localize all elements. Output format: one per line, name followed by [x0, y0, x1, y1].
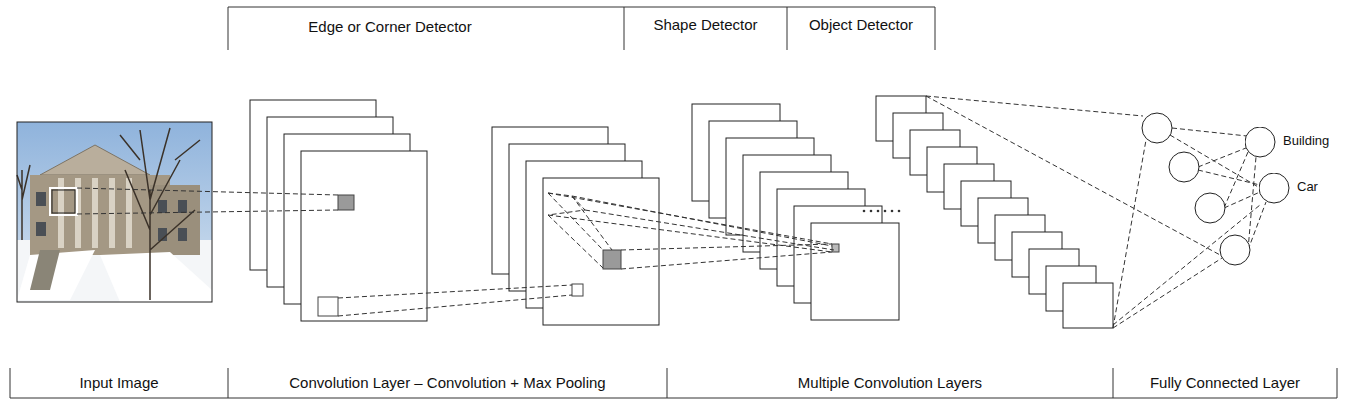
section-label: Multiple Convolution Layers: [667, 374, 1113, 392]
output-neuron: Building: [1245, 127, 1340, 157]
bracket: [10, 7, 1337, 398]
section-label: Fully Connected Layer: [1113, 374, 1337, 392]
section-label: Input Image: [10, 374, 228, 392]
class-label: Car: [1297, 179, 1318, 194]
neuron-circle: [1259, 173, 1291, 205]
section-label: Convolution Layer – Convolution + Max Po…: [228, 374, 667, 392]
section-label: Edge or Corner Detector: [260, 18, 520, 36]
ellipsis-dots: [863, 210, 901, 213]
section-label: Shape Detector: [624, 16, 787, 34]
output-neuron: Car: [1259, 173, 1329, 203]
section-label: Object Detector: [787, 16, 935, 34]
feature-map-stack: [692, 104, 899, 320]
feature-map-stack: [876, 96, 1113, 328]
feature-map-stack: [492, 127, 659, 325]
feature-map-stack: [250, 100, 427, 321]
neuron-circle: [1245, 127, 1277, 159]
class-label: Building: [1283, 133, 1329, 148]
hidden-neuron: [1142, 113, 1250, 265]
receptive-field-line: [77, 96, 1266, 328]
